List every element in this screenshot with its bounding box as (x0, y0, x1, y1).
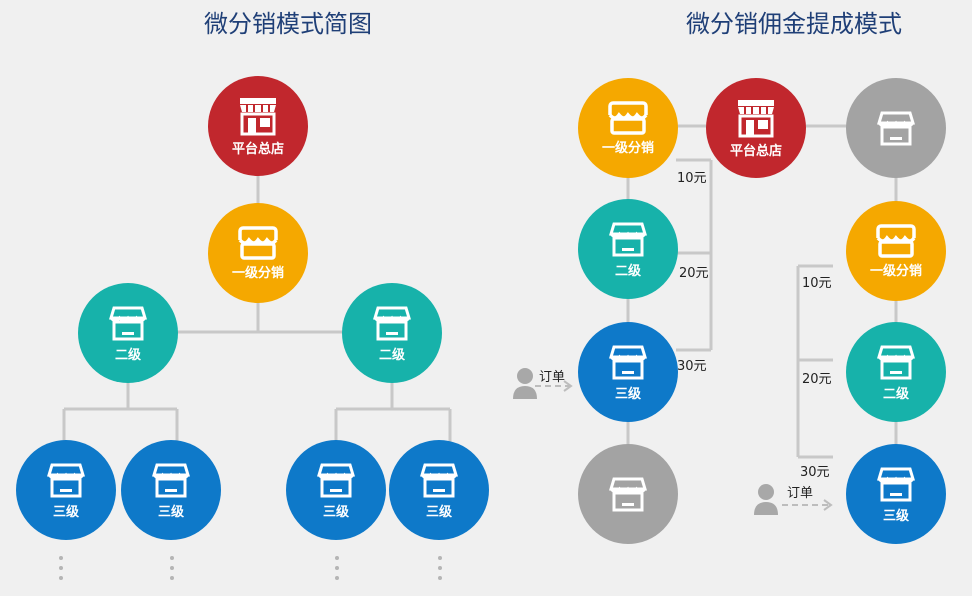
level3-label: 三级 (614, 386, 641, 402)
left-level3-node-3: 三级 (286, 440, 386, 540)
right-inactive-node-top (846, 78, 946, 178)
level3-label: 三级 (425, 504, 452, 520)
commission-level2-a: 20元 (679, 266, 709, 281)
shop-awning-icon (876, 223, 916, 258)
continuation-dots (335, 556, 339, 586)
platform-label: 平台总店 (729, 143, 782, 159)
store-icon (609, 345, 647, 379)
right-level1-node-b: 一级分销 (846, 201, 946, 301)
commission-level1-a: 10元 (677, 171, 707, 186)
order-label-a: 订单 (539, 370, 566, 385)
left-level3-node-4: 三级 (389, 440, 489, 540)
platform-label: 平台总店 (231, 141, 284, 157)
level3-label: 三级 (52, 504, 79, 520)
person-icon (754, 484, 778, 515)
left-level3-node-2: 三级 (121, 440, 221, 540)
level1-label: 一级分销 (869, 263, 922, 279)
right-level3-node-a: 三级 (578, 322, 678, 422)
storefront-icon (240, 97, 276, 135)
store-icon (877, 467, 915, 501)
order-label-b: 订单 (787, 486, 814, 501)
level2-label: 二级 (378, 347, 405, 363)
right-platform-node: 平台总店 (706, 78, 806, 178)
store-icon (373, 306, 411, 340)
store-icon (152, 463, 190, 497)
right-level2-node-b: 二级 (846, 322, 946, 422)
continuation-dots (59, 556, 63, 586)
level2-label: 二级 (614, 263, 641, 279)
level3-label: 三级 (882, 508, 909, 524)
left-level2-node-a: 二级 (78, 283, 178, 383)
level2-label: 二级 (882, 386, 909, 402)
left-level1-node: 一级分销 (208, 203, 308, 303)
level3-label: 三级 (322, 504, 349, 520)
level2-label: 二级 (114, 347, 141, 363)
store-icon (420, 463, 458, 497)
right-diagram-title: 微分销佣金提成模式 (686, 10, 902, 38)
store-icon (877, 345, 915, 379)
store-icon (609, 477, 647, 512)
right-inactive-node-bottom (578, 444, 678, 544)
commission-level2-b: 20元 (802, 372, 832, 387)
level1-label: 一级分销 (231, 265, 284, 281)
right-level1-node-a: 一级分销 (578, 78, 678, 178)
continuation-dots (170, 556, 174, 586)
right-level2-node-a: 二级 (578, 199, 678, 299)
left-platform-node: 平台总店 (208, 76, 308, 176)
level1-label: 一级分销 (601, 140, 654, 156)
store-icon (877, 111, 915, 146)
shop-awning-icon (238, 225, 278, 260)
level3-label: 三级 (157, 504, 184, 520)
left-level2-node-b: 二级 (342, 283, 442, 383)
store-icon (47, 463, 85, 497)
store-icon (317, 463, 355, 497)
commission-level3-a: 30元 (677, 359, 707, 374)
storefront-icon (738, 99, 774, 137)
shop-awning-icon (608, 100, 648, 135)
left-diagram-title: 微分销模式简图 (204, 10, 372, 38)
continuation-dots (438, 556, 442, 586)
right-level3-node-b: 三级 (846, 444, 946, 544)
left-level3-node-1: 三级 (16, 440, 116, 540)
person-icon (513, 368, 537, 399)
store-icon (109, 306, 147, 340)
commission-level3-b: 30元 (800, 465, 830, 480)
commission-level1-b: 10元 (802, 276, 832, 291)
store-icon (609, 222, 647, 256)
